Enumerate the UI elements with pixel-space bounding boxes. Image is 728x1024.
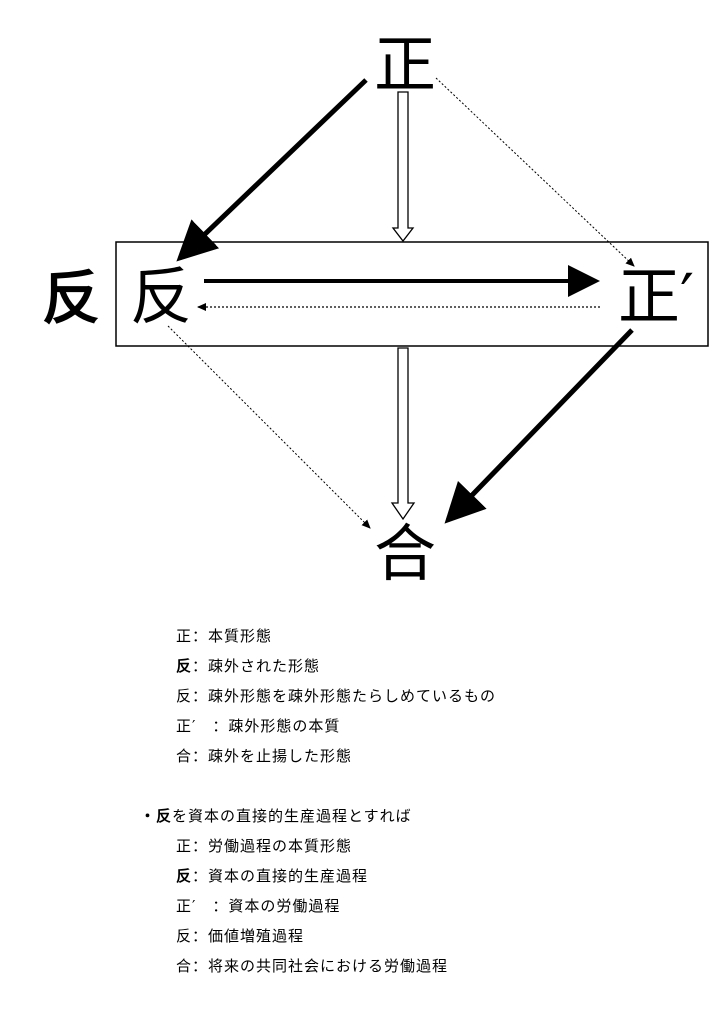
legend-row-thesis-prime: 正′ ：疎外形態の本質 [176, 717, 341, 735]
antithesis-box [115, 241, 709, 347]
legend-text: 将来の共同社会における労働過程 [208, 957, 449, 975]
legend-key: 正 [176, 627, 193, 645]
legend-text: 労働過程の本質形態 [208, 837, 353, 855]
example-row-thesis: 正：労働過程の本質形態 [176, 837, 353, 855]
thesis-prime-node: 正′ [618, 260, 694, 333]
hollow-arrow-box-to-synthesis [390, 347, 416, 521]
legend-row-synthesis: 合：疎外を止揚した形態 [176, 747, 353, 765]
legend-row-antithesis-bold: 反：疎外された形態 [176, 657, 321, 675]
synthesis-node: 合 [374, 517, 436, 590]
legend-row-thesis: 正：本質形態 [176, 627, 273, 645]
antithesis-node: 反 [130, 260, 192, 333]
legend-key: 反 [176, 927, 193, 945]
example-heading: ・反を資本の直接的生産過程とすれば [140, 806, 412, 826]
example-row-thesis-prime: 正′ ：資本の労働過程 [176, 897, 341, 915]
legend-text: 疎外形態を疎外形態たらしめているもの [208, 687, 497, 705]
example-row-synthesis: 合：将来の共同社会における労働過程 [176, 957, 449, 975]
legend-text: 疎外を止揚した形態 [208, 747, 353, 765]
legend-row-antithesis: 反：疎外形態を疎外形態たらしめているもの [176, 687, 497, 705]
legend-key: 正 [176, 837, 193, 855]
legend-key: 反 [176, 687, 193, 705]
example-row-antithesis: 反：価値増殖過程 [176, 927, 305, 945]
legend-text: 資本の直接的生産過程 [208, 867, 369, 885]
legend-key: 正′ [176, 717, 197, 735]
arrow-thesis-prime-to-synthesis [444, 328, 634, 524]
legend-text: 資本の労働過程 [228, 897, 341, 915]
heading-key: 反 [156, 807, 173, 825]
legend-key: 正′ [176, 897, 197, 915]
dialectic-diagram: 正 反 正′ 合 反 [42, 28, 709, 590]
dotted-arrow-thesis-to-thesis-prime [435, 77, 635, 267]
thesis-node: 正 [374, 28, 436, 101]
outer-antithesis-label: 反 [42, 264, 100, 332]
legend-text: 本質形態 [208, 627, 273, 645]
legend-text: 疎外形態の本質 [228, 717, 341, 735]
legend-key: 合 [176, 747, 193, 765]
example-row-antithesis-bold: 反：資本の直接的生産過程 [176, 867, 369, 885]
legend-text: 疎外された形態 [208, 657, 321, 675]
legend-key: 合 [176, 957, 193, 975]
heading-text: を資本の直接的生産過程とすれば [172, 807, 412, 825]
bullet: ・ [140, 807, 157, 825]
legend-key: 反 [176, 657, 193, 675]
legend-key: 反 [176, 867, 193, 885]
hollow-arrow-thesis-to-box [391, 91, 415, 243]
legend-text: 価値増殖過程 [208, 927, 305, 945]
arrow-thesis-to-antithesis [176, 78, 368, 262]
